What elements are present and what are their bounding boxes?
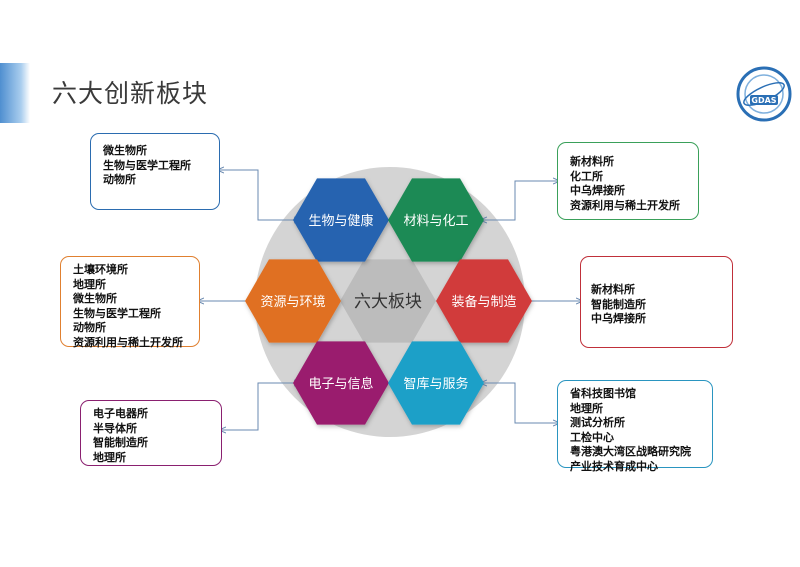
- box-item: 粤港澳大湾区战略研究院: [570, 445, 691, 458]
- box-item: 中乌焊接所: [591, 312, 646, 325]
- center-label: 六大板块: [354, 292, 422, 312]
- box-item: 微生物所: [73, 292, 117, 305]
- box-thinktank-services: 省科技图书馆地理所测试分析所工检中心粤港澳大湾区战略研究院产业技术育成中心: [557, 380, 713, 473]
- box-electronics-information: 电子电器所半导体所智能制造所地理所: [80, 400, 222, 466]
- box-equipment-manufacturing: 新材料所智能制造所中乌焊接所: [580, 256, 733, 348]
- hex-thinktank-services: [388, 341, 484, 425]
- accent-bar: [0, 63, 30, 123]
- connector-materials: [483, 181, 557, 220]
- connectors: [200, 170, 580, 430]
- connector-electronics: [222, 383, 298, 430]
- box-item: 生物与医学工程所: [103, 158, 191, 172]
- box-item: 智能制造所: [591, 297, 646, 311]
- hex-electronics-information-label: 电子与信息: [308, 376, 373, 392]
- box-item: 新材料所: [591, 283, 635, 296]
- box-item: 微生物所: [103, 144, 147, 157]
- box-item: 资源利用与稀土开发所: [73, 335, 183, 349]
- hex-resources-environment-label: 资源与环境: [260, 295, 325, 310]
- connector-bio: [220, 170, 298, 220]
- box-item: 化工所: [570, 169, 603, 183]
- hex-equipment-manufacturing: [436, 259, 532, 343]
- box-item: 省科技图书馆: [570, 387, 636, 400]
- page-title: 六大创新板块: [52, 79, 209, 108]
- hex-materials-chemical-label: 材料与化工: [403, 214, 468, 229]
- box-item: 产业技术育成中心: [570, 459, 658, 473]
- box-item: 动物所: [73, 321, 106, 334]
- box-item: 中乌焊接所: [570, 184, 625, 197]
- gdas-logo: GDAS: [736, 66, 792, 122]
- hex-equipment-manufacturing-label: 装备与制造: [451, 294, 516, 310]
- box-item: 电子电器所: [93, 407, 148, 420]
- box-item: 新材料所: [570, 155, 614, 168]
- box-item: 工检中心: [570, 430, 614, 444]
- box-item: 土壤环境所: [73, 263, 128, 276]
- box-item: 地理所: [73, 277, 106, 291]
- hex-center: [340, 259, 436, 343]
- hex-bio-health-label: 生物与健康: [308, 213, 373, 229]
- box-bio-health: 微生物所生物与医学工程所动物所: [90, 133, 220, 210]
- svg-text:GDAS: GDAS: [751, 96, 776, 105]
- hex-materials-chemical: [388, 178, 484, 262]
- box-item: 资源利用与稀土开发所: [570, 198, 680, 212]
- box-resources-environment: 土壤环境所地理所微生物所生物与医学工程所动物所资源利用与稀土开发所: [60, 256, 200, 349]
- hex-resources-environment: [245, 259, 341, 343]
- box-item: 测试分析所: [570, 416, 625, 429]
- box-item: 地理所: [93, 450, 126, 464]
- connector-thinktank: [483, 383, 557, 423]
- box-item: 半导体所: [93, 421, 137, 435]
- hex-electronics-information: [293, 341, 389, 425]
- hex-bio-health: [293, 178, 389, 262]
- box-item: 地理所: [570, 401, 603, 415]
- box-materials-chemical: 新材料所化工所中乌焊接所资源利用与稀土开发所: [557, 142, 699, 220]
- box-item: 智能制造所: [93, 436, 148, 449]
- box-item: 生物与医学工程所: [73, 306, 161, 320]
- box-item: 动物所: [103, 173, 136, 186]
- hex-thinktank-services-label: 智库与服务: [403, 376, 468, 392]
